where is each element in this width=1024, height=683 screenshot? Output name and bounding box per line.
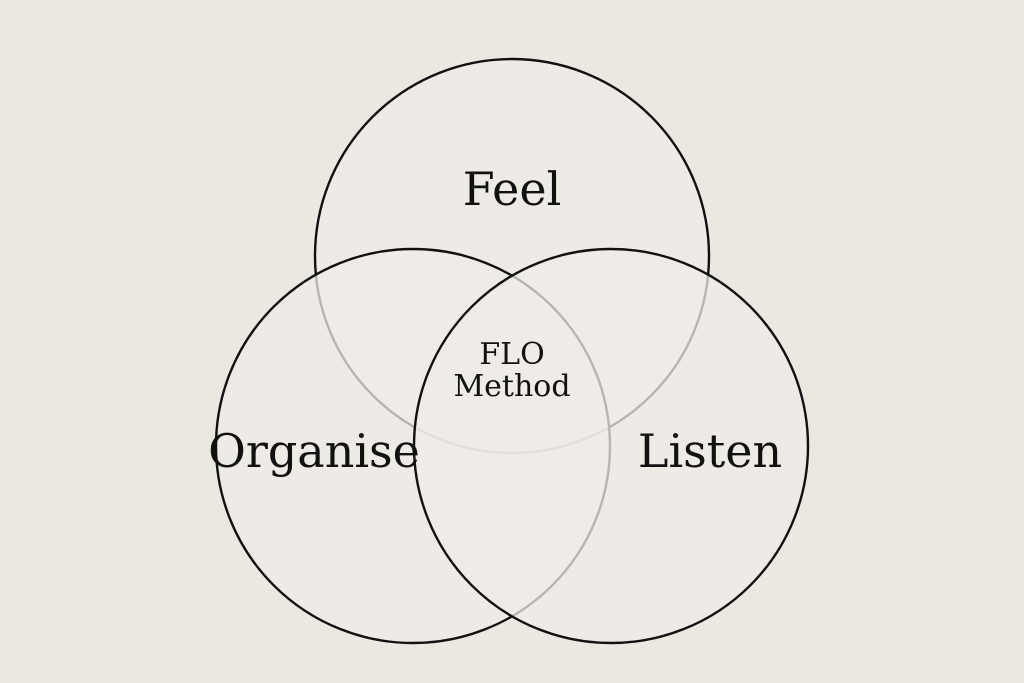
center-label-line2: Method: [453, 369, 570, 404]
organise-label: Organise: [208, 424, 420, 478]
listen-label: Listen: [638, 424, 782, 478]
feel-label: Feel: [463, 162, 562, 216]
center-label-line1: FLO: [479, 337, 544, 372]
listen-circle: [412, 247, 810, 645]
